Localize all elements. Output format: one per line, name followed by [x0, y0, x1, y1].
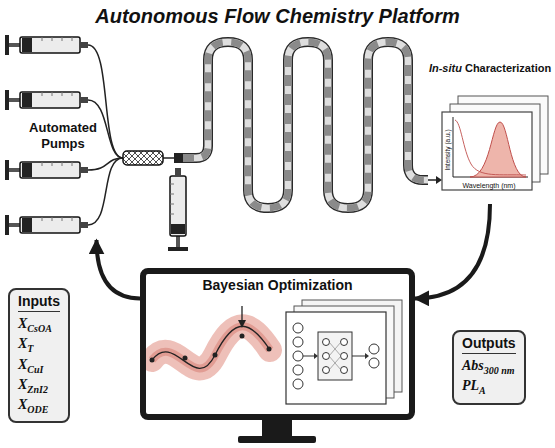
- axis-label: Intensity (a.u.): [444, 129, 451, 170]
- box-heading: Inputs: [18, 293, 60, 312]
- subscript: T: [27, 343, 33, 354]
- input-variable: XZnI2: [18, 376, 60, 396]
- feed-lines: [88, 45, 183, 225]
- subscript: A: [479, 385, 486, 396]
- panel-heading: In-situ Characterization: [428, 62, 552, 76]
- t-junction: [174, 153, 183, 163]
- flow-arrow-head: [436, 176, 442, 184]
- syringe: [5, 215, 88, 235]
- axis-label: Wavelength (nm): [462, 181, 515, 188]
- flow-arrow: [428, 179, 436, 181]
- pump-label: Automated Pumps: [13, 120, 113, 151]
- pump-group: Automated Pumps: [3, 30, 113, 240]
- outputs-box: OutputsAbs300 nmPLA: [452, 330, 526, 405]
- subscript: 300 nm: [484, 365, 515, 376]
- syringe: [5, 160, 88, 180]
- flow-tubing: [183, 42, 428, 208]
- italic-part: In-situ: [429, 62, 462, 74]
- figure-title: Autonomous Flow Chemistry Platform: [0, 5, 555, 28]
- subscript: CuI: [27, 363, 43, 374]
- syringe: [5, 35, 88, 55]
- input-variable: XCsOA: [18, 315, 60, 335]
- subscript: ODE: [27, 404, 48, 415]
- cycle-arrow: [415, 204, 490, 298]
- input-variable: XT: [18, 335, 60, 355]
- monitor-screen: Bayesian Optimization: [140, 268, 415, 420]
- syringe: [168, 168, 188, 251]
- output-variable: Abs300 nm: [462, 357, 516, 377]
- screen-heading: Bayesian Optimization: [146, 277, 409, 293]
- subscript: ZnI2: [27, 384, 48, 395]
- output-variable: PLA: [462, 377, 516, 397]
- inputs-box: InputsXCsOAXTXCuIXZnI2XODE: [8, 288, 70, 423]
- box-heading: Outputs: [462, 335, 516, 354]
- monitor-illustration: [140, 268, 415, 443]
- cycle-arrow: [97, 240, 141, 298]
- spectra-stack: [442, 96, 548, 190]
- characterization-panel: In-situ CharacterizationIntensity (a.u.)…: [428, 62, 552, 204]
- subscript: CsOA: [27, 323, 51, 334]
- input-variable: XCuI: [18, 356, 60, 376]
- input-variable: XODE: [18, 396, 60, 416]
- syringe: [5, 90, 88, 110]
- static-mixer: [123, 151, 163, 165]
